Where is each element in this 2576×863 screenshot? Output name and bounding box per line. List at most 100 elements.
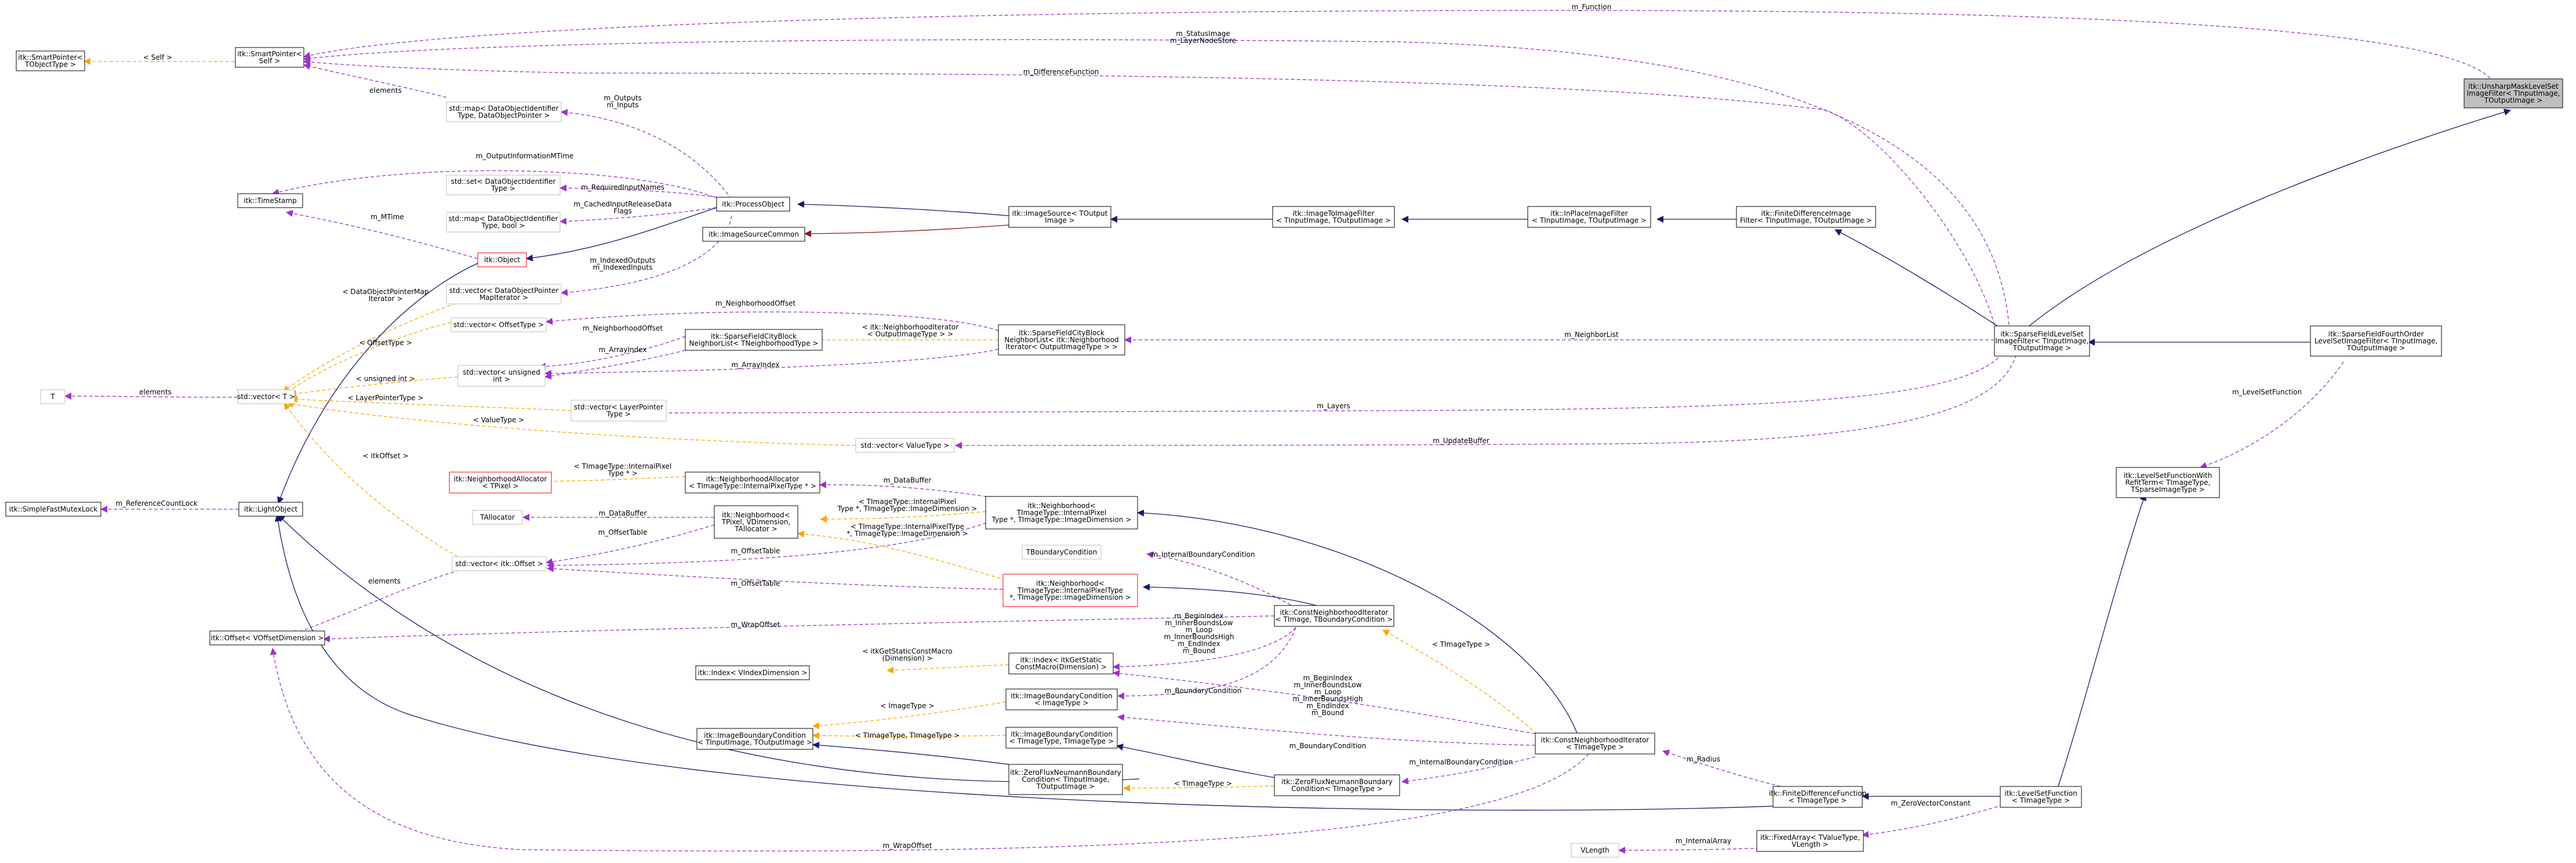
class-node-box[interactable] <box>449 472 552 494</box>
class-node-box[interactable] <box>40 389 66 404</box>
class-node[interactable]: itk::Offset< VOffsetDimension > <box>209 630 325 646</box>
class-node-box[interactable] <box>1005 727 1118 749</box>
class-node-box[interactable] <box>696 728 813 750</box>
class-node[interactable]: std::vector< DataObjectPointerMapIterato… <box>446 284 562 304</box>
class-node-box[interactable] <box>1022 545 1102 560</box>
class-node[interactable]: itk::TimeStamp <box>237 193 303 208</box>
class-node-box[interactable] <box>998 324 1125 356</box>
class-node-box[interactable] <box>702 227 805 242</box>
class-node[interactable]: itk::SmartPointer<Self > <box>235 47 304 68</box>
class-node-box[interactable] <box>1994 325 2090 357</box>
class-node[interactable]: itk::SparseFieldFourthOrderLevelSetImage… <box>2310 325 2442 357</box>
class-node-box[interactable] <box>1005 688 1118 710</box>
class-node[interactable]: itk::FiniteDifferenceFunction< TImageTyp… <box>1769 786 1866 808</box>
class-node[interactable]: itk::Neighborhood<TImageType::InternalPi… <box>1002 574 1138 607</box>
class-node-box[interactable] <box>450 317 547 332</box>
class-node[interactable]: itk::FixedArray< TValueType,VLength > <box>1756 830 1864 852</box>
class-node-box[interactable] <box>1527 206 1651 228</box>
class-node-box[interactable] <box>452 556 547 571</box>
class-node-box[interactable] <box>2310 325 2442 357</box>
class-node-box[interactable] <box>571 400 667 422</box>
class-node[interactable]: itk::NeighborhoodAllocator< TPixel > <box>449 472 552 494</box>
class-node[interactable]: itk::LightObject <box>238 502 303 517</box>
class-node-box[interactable] <box>714 505 798 539</box>
class-node-box[interactable] <box>1002 574 1138 607</box>
class-node[interactable]: itk::Index< VIndexDimension > <box>695 665 810 680</box>
class-node[interactable]: std::vector< ValueType > <box>855 438 955 453</box>
class-node-box[interactable] <box>1736 206 1876 228</box>
class-node[interactable]: itk::InPlaceImageFilter< TInputImage, TO… <box>1527 206 1651 228</box>
class-node-box[interactable] <box>5 502 101 517</box>
class-node-box[interactable] <box>235 47 304 68</box>
class-node-box[interactable] <box>237 389 295 404</box>
class-node[interactable]: TAllocator <box>472 510 523 525</box>
class-node-box[interactable] <box>446 212 561 233</box>
class-node-box[interactable] <box>1274 774 1400 796</box>
class-node[interactable]: T <box>40 389 66 404</box>
class-node-box[interactable] <box>1274 605 1394 627</box>
class-node-box[interactable] <box>2464 78 2563 108</box>
class-node[interactable]: itk::LevelSetFunction< TImageType > <box>2000 786 2082 808</box>
class-node[interactable]: itk::ImageToImageFilter< TInputImage, TO… <box>1272 206 1395 228</box>
class-node[interactable]: std::vector< itk::Offset > <box>452 556 547 571</box>
class-node[interactable]: itk::ImageSource< TOutputImage > <box>1008 206 1111 228</box>
class-node-box[interactable] <box>1008 206 1111 228</box>
class-node[interactable]: itk::NeighborhoodAllocator< TImageType::… <box>685 472 820 494</box>
class-node-box[interactable] <box>16 50 85 71</box>
class-node[interactable]: std::vector< LayerPointerType > <box>571 400 667 422</box>
class-node[interactable]: itk::ImageBoundaryCondition< TInputImage… <box>696 728 813 750</box>
class-node-box[interactable] <box>685 329 823 351</box>
class-node[interactable]: TBoundaryCondition <box>1022 545 1102 560</box>
class-node-box[interactable] <box>2116 467 2220 498</box>
class-node[interactable]: VLength <box>1571 843 1619 858</box>
class-node-box[interactable] <box>477 252 527 267</box>
class-node-box[interactable] <box>2000 786 2082 808</box>
class-node-box[interactable] <box>1008 764 1123 795</box>
class-node-box[interactable] <box>1272 206 1395 228</box>
class-node[interactable]: itk::Neighborhood<TPixel, VDimension,TAl… <box>714 505 798 539</box>
class-node[interactable]: itk::Object <box>477 252 527 267</box>
class-node[interactable]: itk::ImageBoundaryCondition< TImageType,… <box>1005 727 1118 749</box>
class-node[interactable]: itk::SmartPointer<TObjectType > <box>16 50 85 71</box>
class-node-box[interactable] <box>446 284 562 304</box>
class-node[interactable]: itk::Neighborhood<TImageType::InternalPi… <box>985 496 1138 530</box>
class-node[interactable]: itk::ConstNeighborhoodIterator< TImage, … <box>1274 605 1394 627</box>
class-node-box[interactable] <box>1535 733 1655 755</box>
class-node[interactable]: itk::Index< itkGetStaticConstMacro(Dimen… <box>1008 652 1114 675</box>
class-node[interactable]: itk::ProcessObject <box>716 197 790 212</box>
class-node-box[interactable] <box>238 502 303 517</box>
class-node-box[interactable] <box>237 193 303 208</box>
class-node-box[interactable] <box>457 365 546 387</box>
class-node-box[interactable] <box>446 101 562 122</box>
class-node-box[interactable] <box>1571 843 1619 858</box>
nodes[interactable]: itk::SmartPointer<Self > itk::SmartPoint… <box>5 47 2563 858</box>
class-node[interactable]: itk::ConstNeighborhoodIterator< TImageTy… <box>1535 733 1655 755</box>
class-node[interactable]: std::vector< OffsetType > <box>450 317 547 332</box>
class-node[interactable]: itk::SimpleFastMutexLock <box>5 502 101 517</box>
class-node[interactable]: itk::ImageSourceCommon <box>702 227 805 242</box>
class-node[interactable]: std::vector< T > <box>237 389 295 404</box>
class-node-box[interactable] <box>472 510 523 525</box>
class-node-box[interactable] <box>1008 652 1114 675</box>
class-node-box[interactable] <box>855 438 955 453</box>
class-node-box[interactable] <box>446 175 561 195</box>
class-node-box[interactable] <box>695 665 810 680</box>
class-node-box[interactable] <box>209 630 325 646</box>
class-node-box[interactable] <box>685 472 820 494</box>
class-node-box[interactable] <box>985 496 1138 530</box>
class-node-box[interactable] <box>716 197 790 212</box>
class-node-box[interactable] <box>1772 786 1863 808</box>
class-node[interactable]: itk::ImageBoundaryCondition< ImageType > <box>1005 688 1118 710</box>
